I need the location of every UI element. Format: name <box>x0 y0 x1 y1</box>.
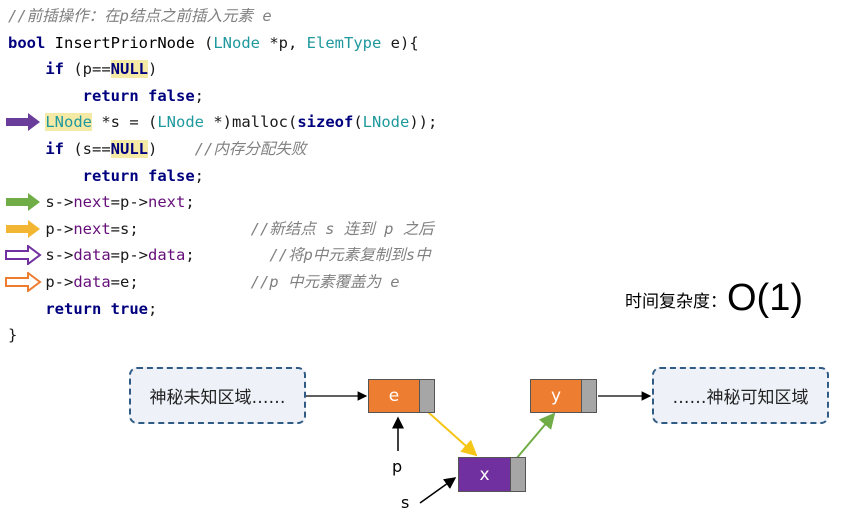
code-line-7: return false; <box>8 163 437 190</box>
complexity-value: O(1) <box>727 277 803 319</box>
keyword-false: false <box>148 166 195 185</box>
known-region-right: ……神秘可知区域 <box>652 367 829 424</box>
node-e-data: e <box>368 379 420 413</box>
pointer-p-label: p <box>392 457 403 476</box>
closing-brace: } <box>8 326 18 345</box>
comment-copy: //将p中元素复制到s中 <box>269 246 431 265</box>
code-text: ( <box>353 113 363 132</box>
code-line-2: bool InsertPriorNode (LNode *p, ElemType… <box>8 30 437 57</box>
code-text: *p, <box>260 33 307 52</box>
code-text: ) <box>148 139 195 158</box>
code-line-8: s->next=p->next; <box>6 189 437 216</box>
keyword-if: if <box>45 60 64 79</box>
arrow-e-to-x <box>427 411 478 457</box>
node-x-data: x <box>458 457 511 492</box>
field-next: next <box>73 193 111 212</box>
code-line-10: s->data=p->data; //将p中元素复制到s中 <box>5 242 437 269</box>
field-data: data <box>147 246 186 265</box>
node-x: x <box>458 457 526 492</box>
code-text: ; <box>148 299 158 318</box>
field-data: data <box>73 272 111 291</box>
code-text: =p-> <box>110 193 148 212</box>
code-text: =e; <box>110 272 251 291</box>
unknown-region-left: 神秘未知区域…… <box>129 367 306 424</box>
arrow-malloc-icon <box>6 113 40 132</box>
arrow-x-to-y <box>515 412 556 460</box>
node-e: e <box>368 379 435 413</box>
type-lnode: LNode <box>157 113 204 132</box>
pointer-s-label: s <box>401 493 410 512</box>
keyword-if: if <box>45 139 64 158</box>
pointer-s-arrow <box>419 477 457 504</box>
code-line-1: //前插操作：在p结点之前插入元素 e <box>8 3 437 30</box>
arrow-green-icon <box>6 193 40 212</box>
code-text: e){ <box>381 33 419 52</box>
keyword-return: return <box>82 166 139 185</box>
code-text: s-> <box>45 193 74 212</box>
node-y-data: y <box>530 379 582 413</box>
field-next: next <box>147 193 186 212</box>
code-text: p-> <box>45 272 74 291</box>
comment-title: //前插操作：在p结点之前插入元素 e <box>8 7 272 25</box>
code-line-4: return false; <box>8 83 437 110</box>
code-text: ; <box>194 166 205 185</box>
function-name: InsertPriorNode <box>54 33 195 52</box>
null-highlight: NULL <box>110 139 148 158</box>
code-text: s-> <box>45 246 74 265</box>
code-line-11: p->data=e; //p 中元素覆盖为 e <box>5 269 437 296</box>
code-text: (s== <box>64 139 111 158</box>
code-text: =p-> <box>110 246 148 265</box>
code-line-6: if (s==NULL) //内存分配失败 <box>8 136 437 163</box>
code-text: p-> <box>45 219 74 238</box>
type-lnode: LNode <box>213 33 260 52</box>
keyword-sizeof: sizeof <box>297 113 354 132</box>
code-text: )); <box>409 113 438 132</box>
type-lnode-highlight: LNode <box>45 113 92 132</box>
code-block: //前插操作：在p结点之前插入元素 e bool InsertPriorNode… <box>5 3 438 349</box>
comment-overwrite: //p 中元素覆盖为 e <box>250 272 400 291</box>
comment-link: //新结点 s 连到 p 之后 <box>250 219 434 238</box>
arrow-orange-outline-icon <box>5 271 42 292</box>
comment-alloc: //内存分配失败 <box>194 139 307 158</box>
keyword-return: return <box>82 86 139 105</box>
node-y: y <box>530 379 597 413</box>
arrow-yellow-icon <box>6 219 40 238</box>
keyword-bool: bool <box>8 33 46 52</box>
keyword-true: true <box>110 299 148 318</box>
null-highlight: NULL <box>110 60 148 79</box>
code-text: (p== <box>64 60 111 79</box>
keyword-false: false <box>148 86 195 105</box>
time-complexity: 时间复杂度： O(1) <box>625 270 803 320</box>
node-y-next <box>582 379 597 413</box>
code-line-3: if (p==NULL) <box>8 56 437 83</box>
code-line-5: LNode *s = (LNode *)malloc(sizeof(LNode)… <box>6 109 438 136</box>
code-text: ; <box>185 246 270 265</box>
code-text: ; <box>194 86 205 105</box>
node-e-next <box>420 379 435 413</box>
code-text: =s; <box>110 219 251 238</box>
code-text: ( <box>194 33 214 52</box>
code-text: ) <box>148 60 158 79</box>
complexity-label: 时间复杂度： <box>625 292 727 312</box>
code-text: ; <box>185 193 195 212</box>
arrow-purple-outline-icon <box>5 245 42 266</box>
node-x-next <box>511 457 526 492</box>
code-text: *s = ( <box>92 113 158 132</box>
code-line-13: } <box>8 322 437 349</box>
type-lnode: LNode <box>362 113 410 132</box>
code-text: *)malloc( <box>204 113 298 132</box>
type-elemtype: ElemType <box>306 33 382 52</box>
code-line-12: return true; <box>8 296 437 323</box>
code-line-9: p->next=s; //新结点 s 连到 p 之后 <box>6 216 437 243</box>
field-data: data <box>73 246 111 265</box>
field-next: next <box>73 219 111 238</box>
keyword-return: return <box>45 299 102 318</box>
